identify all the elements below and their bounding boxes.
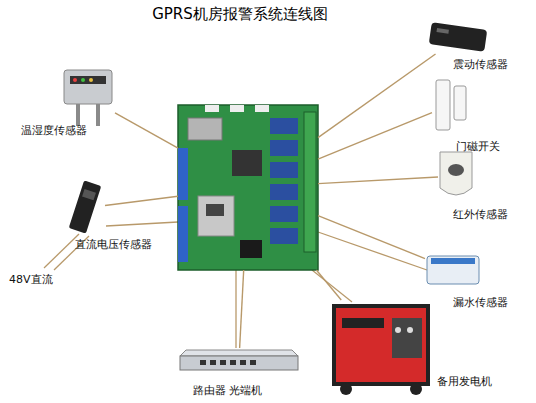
router-device	[180, 350, 298, 356]
main-circuit-board	[178, 105, 318, 270]
extra-wire	[235, 270, 236, 348]
temperature-humidity-sensor	[73, 78, 77, 82]
router-device	[180, 350, 298, 370]
extra-wire	[312, 270, 352, 302]
backup-generator	[334, 306, 428, 395]
router-device	[240, 360, 246, 365]
infrared-sensor	[448, 164, 464, 176]
door-contact-switch	[436, 80, 450, 130]
router-device	[210, 360, 216, 365]
door-contact-switch	[454, 86, 466, 120]
temperature-humidity-sensor	[89, 78, 93, 82]
water-leak-sensor	[427, 256, 479, 284]
backup-generator	[410, 383, 422, 395]
signal-wire	[318, 177, 438, 184]
temperature-humidity-sensor	[70, 76, 106, 84]
temperature-humidity-sensor	[64, 70, 112, 126]
main-circuit-board	[270, 118, 298, 134]
backup-generator	[395, 327, 401, 333]
vibration-sensor	[429, 22, 488, 52]
main-circuit-board	[304, 112, 316, 252]
water-leak-sensor	[431, 258, 475, 264]
main-circuit-board	[206, 204, 224, 216]
dc-voltage-sensor	[69, 180, 102, 233]
main-circuit-board	[198, 196, 234, 236]
router-device	[250, 360, 256, 365]
device-label: 门磁开关	[455, 140, 501, 154]
device-node: 温湿度传感器	[62, 68, 115, 128]
signal-wire	[115, 113, 178, 148]
temperature-humidity-sensor	[64, 70, 112, 104]
main-circuit-board	[240, 240, 262, 258]
signal-wire	[318, 216, 425, 259]
diagram-title: GPRS机房报警系统连线图	[0, 5, 480, 23]
circuit-board-node	[178, 105, 318, 270]
main-circuit-board	[188, 118, 222, 140]
main-circuit-board	[270, 206, 298, 222]
device-label: 温湿度传感器	[20, 124, 88, 138]
main-circuit-board	[270, 228, 298, 244]
signal-wire	[105, 196, 178, 205]
vibration-sensor	[436, 28, 448, 34]
router-device	[180, 356, 298, 370]
temperature-humidity-sensor	[76, 104, 80, 126]
device-node: 漏水传感器	[425, 252, 482, 288]
main-circuit-board	[232, 150, 262, 176]
device-node: 红外传感器	[438, 150, 474, 202]
device-label: 直流电压传感器	[74, 238, 153, 252]
dc-voltage-sensor	[82, 189, 96, 200]
device-label: 震动传感器	[452, 58, 509, 72]
door-contact-switch	[436, 80, 466, 130]
device-label: 备用发电机	[436, 375, 493, 389]
device-node: 路由器 光端机	[180, 348, 298, 372]
router-device	[230, 360, 236, 365]
router-device	[220, 360, 226, 365]
backup-generator	[407, 327, 413, 333]
infrared-sensor	[440, 152, 472, 195]
temperature-humidity-sensor	[81, 78, 85, 82]
device-node: 震动传感器	[428, 22, 488, 54]
vibration-sensor	[429, 22, 488, 52]
device-label: 漏水传感器	[452, 296, 509, 310]
device-node: 备用发电机	[330, 300, 432, 396]
device-label: 红外传感器	[452, 208, 509, 222]
device-node: 门磁开关	[432, 78, 470, 132]
main-circuit-board	[270, 162, 298, 178]
backup-generator	[392, 318, 422, 358]
temperature-humidity-sensor	[96, 104, 100, 126]
signal-wire	[318, 113, 432, 159]
main-circuit-board	[178, 206, 188, 262]
backup-generator	[342, 318, 384, 328]
signal-wire	[240, 270, 244, 348]
supply-label: 48V直流	[8, 273, 54, 287]
router-device	[200, 360, 206, 365]
main-circuit-board	[270, 184, 298, 200]
main-circuit-board	[178, 105, 318, 270]
main-circuit-board	[255, 105, 269, 112]
device-label: 路由器 光端机	[192, 384, 264, 398]
backup-generator	[340, 383, 352, 395]
device-node: 直流电压传感器	[65, 180, 105, 236]
signal-wire	[316, 270, 341, 300]
signal-wire	[318, 54, 436, 138]
infrared-sensor	[440, 152, 472, 195]
main-circuit-board	[205, 105, 219, 112]
extra-wire	[106, 222, 178, 226]
main-circuit-board	[230, 105, 244, 112]
main-circuit-board	[270, 140, 298, 156]
main-circuit-board	[178, 148, 188, 200]
backup-generator	[334, 306, 428, 384]
dc-voltage-sensor	[69, 180, 102, 233]
water-leak-sensor	[427, 256, 479, 284]
